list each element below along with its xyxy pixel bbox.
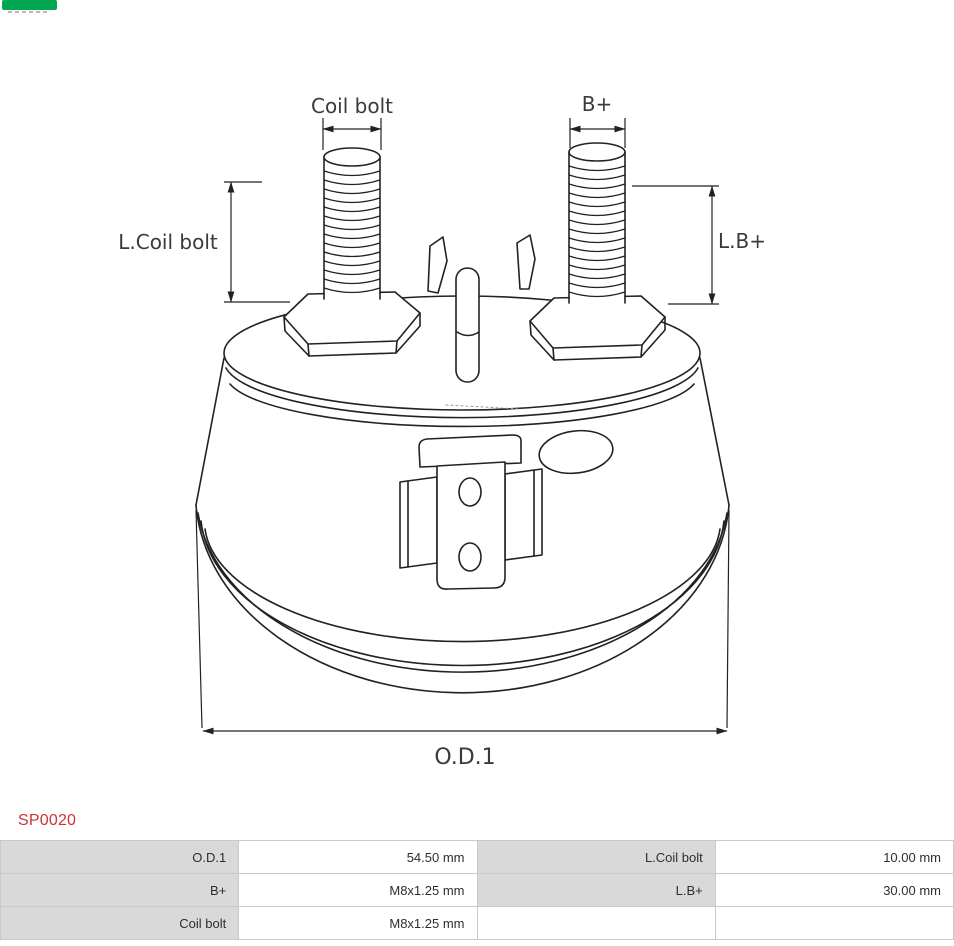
od1-ext-left bbox=[195, 509, 203, 729]
od1-ext-right bbox=[726, 509, 730, 729]
mounting-bracket bbox=[436, 461, 506, 590]
bracket-right-wing bbox=[504, 468, 543, 561]
cap-body-outline bbox=[195, 295, 730, 694]
dim-label-od1: O.D.1 bbox=[434, 745, 495, 770]
left-hex-nut bbox=[283, 291, 421, 345]
spec-table: O.D.1 54.50 mm L.Coil bolt 10.00 mm B+ M… bbox=[0, 840, 954, 940]
dimension-lines bbox=[195, 118, 730, 735]
left-bolt-threads bbox=[323, 170, 381, 294]
right-bolt-mask bbox=[569, 152, 625, 303]
left-bolt-top bbox=[323, 147, 381, 167]
spec-label-empty bbox=[476, 906, 716, 940]
left-nut-edge bbox=[307, 343, 310, 357]
spec-value-empty bbox=[714, 906, 954, 940]
right-bolt-shaft bbox=[568, 151, 626, 304]
spec-label-od1: O.D.1 bbox=[0, 840, 240, 874]
right-hex-nut-base bbox=[529, 316, 666, 361]
oval-hole bbox=[538, 429, 614, 475]
spec-value-coilbolt: M8x1.25 mm bbox=[238, 906, 478, 940]
dimension-labels: Coil bolt B+ L.Coil bolt L.B+ O.D.1 bbox=[118, 92, 766, 770]
right-bolt-top bbox=[568, 142, 626, 162]
bracket-hole-top bbox=[458, 477, 482, 507]
hex-nuts bbox=[283, 291, 666, 361]
spec-label-lcoilbolt: L.Coil bolt bbox=[476, 840, 716, 874]
diagram-area: Coil bolt B+ L.Coil bolt L.B+ O.D.1 bbox=[118, 92, 766, 770]
spec-row: Coil bolt M8x1.25 mm bbox=[0, 906, 954, 940]
knurl-texture bbox=[445, 404, 521, 410]
cap-center-details bbox=[399, 234, 614, 590]
dim-label-l-b-plus: L.B+ bbox=[718, 229, 766, 253]
right-bolt-threads bbox=[568, 165, 626, 298]
body-right-edge bbox=[699, 357, 730, 506]
dim-label-coil-bolt: Coil bolt bbox=[311, 94, 393, 118]
top-plate-thickness bbox=[225, 367, 699, 419]
plate-tab-left bbox=[427, 236, 448, 294]
brand-logo-cropped-text bbox=[8, 11, 50, 13]
spec-value-od1: 54.50 mm bbox=[238, 840, 478, 874]
brand-logo-badge bbox=[2, 0, 57, 10]
spec-value-bplus: M8x1.25 mm bbox=[238, 873, 478, 907]
right-nut-edge bbox=[640, 344, 643, 358]
bracket-top-bar bbox=[418, 434, 522, 468]
spec-label-coilbolt: Coil bolt bbox=[0, 906, 240, 940]
spec-value-lbplus: 30.00 mm bbox=[714, 873, 954, 907]
left-nut-edge bbox=[395, 340, 398, 354]
right-hex-nut bbox=[529, 295, 666, 349]
spec-row: B+ M8x1.25 mm L.B+ 30.00 mm bbox=[0, 873, 954, 907]
skirt-ridge-1 bbox=[197, 512, 728, 673]
spec-label-bplus: B+ bbox=[0, 873, 240, 907]
skirt-outer-arc bbox=[195, 504, 730, 694]
bracket-left-wing bbox=[399, 476, 438, 569]
dim-label-b-plus: B+ bbox=[582, 92, 612, 116]
body-left-edge bbox=[195, 357, 225, 506]
left-hex-nut-base bbox=[283, 312, 421, 357]
spec-label-lbplus: L.B+ bbox=[476, 873, 716, 907]
spec-row: O.D.1 54.50 mm L.Coil bolt 10.00 mm bbox=[0, 840, 954, 874]
product-code: SP0020 bbox=[18, 812, 77, 829]
plate-tab-right bbox=[516, 234, 536, 290]
right-nut-edge bbox=[552, 347, 555, 361]
technical-diagram: Coil bolt B+ L.Coil bolt L.B+ O.D.1 bbox=[118, 92, 766, 770]
skirt-ridge-2 bbox=[200, 520, 725, 667]
bracket-hole-bottom bbox=[458, 542, 482, 572]
plate-underside-curve bbox=[229, 383, 695, 428]
dim-label-l-coil-bolt: L.Coil bolt bbox=[118, 230, 218, 254]
center-slot bbox=[455, 267, 480, 383]
threaded-bolts bbox=[323, 142, 626, 304]
spec-value-lcoilbolt: 10.00 mm bbox=[714, 840, 954, 874]
center-slot-divider bbox=[456, 331, 480, 337]
skirt-ridge-3 bbox=[204, 528, 721, 643]
